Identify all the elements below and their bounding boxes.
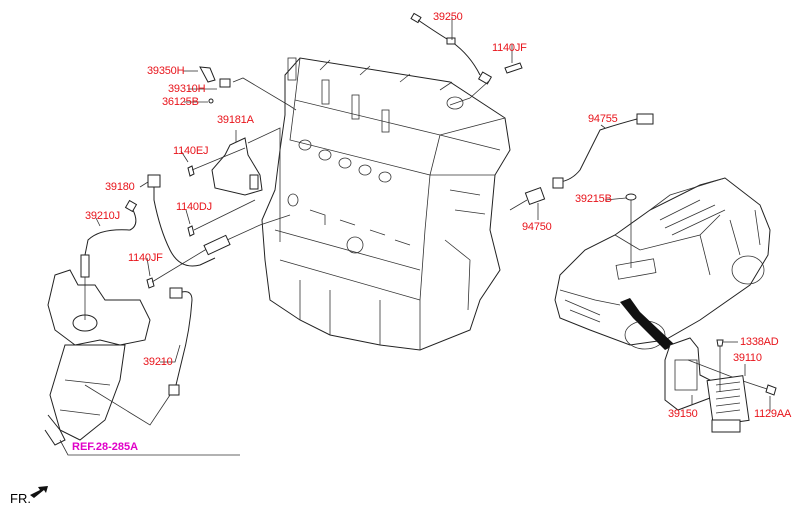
sensor-39180 bbox=[147, 174, 231, 267]
part-label-94755[interactable]: 94755 bbox=[588, 113, 618, 125]
part-label-1140DJ[interactable]: 1140DJ bbox=[176, 201, 212, 213]
part-label-39181A[interactable]: 39181A bbox=[217, 114, 254, 126]
location-arrow bbox=[620, 298, 675, 350]
part-label-1140EJ[interactable]: 1140EJ bbox=[173, 145, 209, 157]
vehicle bbox=[554, 177, 771, 350]
sensor-39210J bbox=[80, 199, 138, 320]
part-label-39180[interactable]: 39180 bbox=[105, 181, 135, 193]
grommet-39215B bbox=[625, 193, 637, 201]
leader-lines bbox=[95, 17, 771, 412]
sensor-94755 bbox=[509, 113, 654, 211]
part-label-39310H[interactable]: 39310H bbox=[168, 83, 206, 95]
part-label-39150[interactable]: 39150 bbox=[668, 408, 698, 420]
part-label-39350H[interactable]: 39350H bbox=[147, 65, 185, 77]
part-label-1140JF-top[interactable]: 1140JF bbox=[492, 42, 527, 54]
reference-link[interactable]: REF.28-285A bbox=[72, 441, 139, 453]
bracket-39181A bbox=[211, 127, 281, 242]
sensor-39250 bbox=[410, 12, 523, 106]
part-label-94750[interactable]: 94750 bbox=[522, 221, 552, 233]
engine-block bbox=[261, 57, 511, 351]
part-label-39250[interactable]: 39250 bbox=[433, 11, 463, 23]
part-label-39210[interactable]: 39210 bbox=[143, 356, 173, 368]
ecu-assembly bbox=[664, 337, 777, 433]
sensor-39310H bbox=[199, 66, 297, 111]
front-direction-arrow-icon bbox=[30, 486, 48, 498]
exhaust-manifold bbox=[44, 269, 240, 456]
part-label-1338AD[interactable]: 1338AD bbox=[740, 336, 779, 348]
part-label-1140JF-left[interactable]: 1140JF bbox=[128, 252, 163, 264]
part-label-39215B[interactable]: 39215B bbox=[575, 193, 612, 205]
orientation-label: FR. bbox=[10, 491, 31, 506]
part-label-39110[interactable]: 39110 bbox=[733, 352, 762, 364]
sensor-39210 bbox=[84, 287, 193, 426]
part-label-1129AA[interactable]: 1129AA bbox=[754, 408, 792, 420]
part-label-39210J[interactable]: 39210J bbox=[85, 210, 120, 222]
part-label-36125B[interactable]: 36125B bbox=[162, 96, 199, 108]
